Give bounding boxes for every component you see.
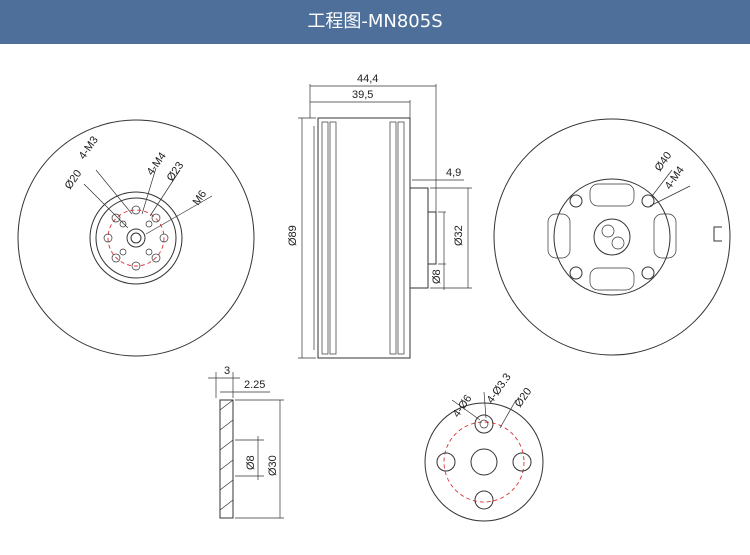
mount-hole xyxy=(145,220,153,228)
label-d40: Ø40 xyxy=(653,150,675,174)
top-view: 4-M3 Ø20 4-M4 Ø23 M6 xyxy=(17,119,255,357)
adapter-face: 4-Ø6 4-Ø3.3 Ø20 xyxy=(424,371,544,522)
mount-hole xyxy=(131,205,141,215)
fin xyxy=(329,121,337,355)
mount-hole xyxy=(436,452,456,472)
mount-hole xyxy=(569,266,583,280)
engineering-drawing: 4-M3 Ø20 4-M4 Ø23 M6 Ø89 44,4 39,5 4,9 Ø… xyxy=(17,73,731,522)
mount-hole xyxy=(131,261,141,271)
page-title: 工程图-MN805S xyxy=(307,11,443,32)
vent-slot xyxy=(589,267,635,291)
label-shaft: Ø8 xyxy=(431,269,443,284)
label-shaft-len: 4,9 xyxy=(446,167,461,179)
mount-hole xyxy=(151,213,161,223)
vent-slot xyxy=(589,183,635,207)
label-d20: Ø20 xyxy=(513,386,535,410)
center-hole xyxy=(601,224,615,238)
mount-hole xyxy=(119,220,127,228)
label-d23: Ø23 xyxy=(165,160,187,184)
hub-outer xyxy=(89,191,183,285)
fin xyxy=(389,121,397,355)
base-outline xyxy=(493,118,731,356)
label-hub: Ø32 xyxy=(453,225,465,246)
notch xyxy=(713,226,722,242)
label-diameter: Ø89 xyxy=(287,225,299,246)
mount-plate xyxy=(553,178,671,296)
label-m4: 4-M4 xyxy=(145,150,169,177)
shaft-ring xyxy=(126,228,146,248)
mount-hole xyxy=(145,248,153,256)
mount-hole xyxy=(111,253,121,263)
label-thick: 3 xyxy=(224,365,230,377)
hub-inner xyxy=(95,197,177,279)
leader-line xyxy=(483,391,487,419)
label-body: 39,5 xyxy=(352,89,373,101)
label-m6: M6 xyxy=(191,188,210,207)
mount-hole xyxy=(569,194,583,208)
leader-line xyxy=(499,399,517,429)
label-m4: 4-M4 xyxy=(663,164,687,191)
leader-line xyxy=(83,183,129,229)
mount-hole xyxy=(474,490,494,510)
label-bore: Ø8 xyxy=(245,455,257,470)
label-holes6: 4-Ø6 xyxy=(451,393,475,420)
leader-line xyxy=(95,169,133,215)
label-overall: 44,4 xyxy=(357,73,378,85)
leader-line xyxy=(651,169,673,197)
leader-line xyxy=(145,195,213,235)
mount-hole xyxy=(159,233,169,243)
hole-circle xyxy=(443,421,525,503)
center-boss xyxy=(593,218,631,256)
bottom-view: Ø40 4-M4 xyxy=(493,118,731,356)
shaft-center xyxy=(130,232,142,244)
fin xyxy=(397,121,405,355)
center-hole xyxy=(611,236,625,250)
leader-line xyxy=(141,167,157,215)
bolt-circle xyxy=(107,209,165,267)
mount-hole xyxy=(151,253,161,263)
label-d20: Ø20 xyxy=(63,168,85,192)
label-step: 2.25 xyxy=(244,379,265,391)
adapter-plate xyxy=(219,399,234,519)
adapter-outline xyxy=(424,402,544,522)
adapter-side: 3 2.25 Ø8 Ø30 xyxy=(208,365,284,519)
shaft xyxy=(427,211,437,265)
mount-hole xyxy=(111,213,121,223)
leader-line xyxy=(451,399,481,421)
leader-line xyxy=(649,185,691,207)
fin xyxy=(321,121,329,355)
title-bar xyxy=(0,0,750,44)
side-view: Ø89 44,4 39,5 4,9 Ø32 Ø8 xyxy=(287,73,472,359)
mount-hole xyxy=(119,248,127,256)
vent-slot xyxy=(653,213,677,259)
hub-section xyxy=(409,187,429,289)
label-holes33: 4-Ø3.3 xyxy=(485,371,514,405)
label-m3: 4-M3 xyxy=(77,134,101,161)
mount-hole xyxy=(512,452,532,472)
rotor-outline xyxy=(17,119,255,357)
vent-slot xyxy=(547,213,571,259)
leader-line xyxy=(149,169,181,217)
mount-hole xyxy=(474,414,494,434)
screw-hole xyxy=(479,419,489,429)
center-bore xyxy=(470,448,498,476)
mount-hole xyxy=(103,233,113,243)
mount-hole xyxy=(641,194,655,208)
hatch xyxy=(219,399,234,511)
label-outer: Ø30 xyxy=(267,455,279,476)
mount-hole xyxy=(641,266,655,280)
